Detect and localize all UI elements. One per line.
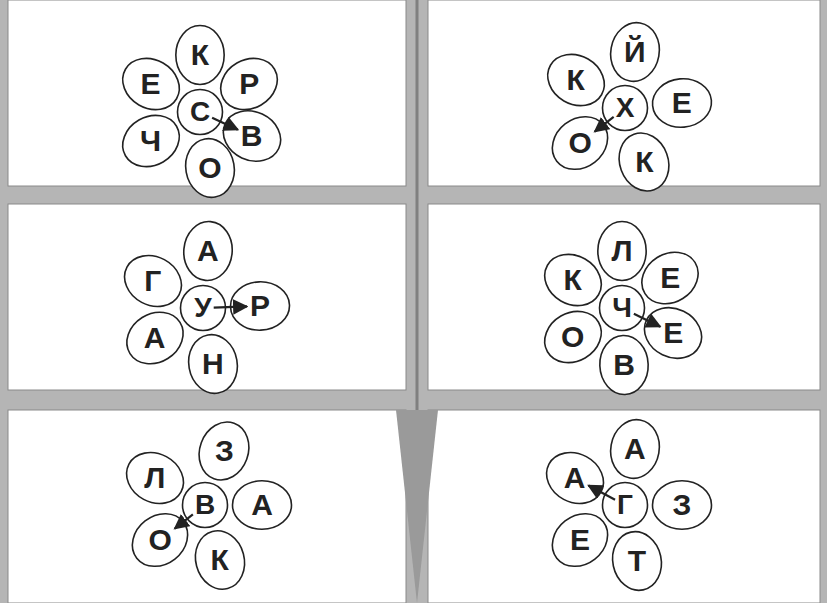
divider-line: [416, 0, 419, 410]
petal-letter: К: [566, 65, 584, 95]
petal-letter: К: [635, 147, 653, 177]
petal-letter: Л: [144, 463, 165, 493]
card: [428, 410, 820, 603]
center-circle: Х: [601, 84, 649, 132]
divider-wedge: [396, 410, 438, 603]
petal: К: [613, 131, 675, 193]
center-letter: У: [194, 294, 211, 322]
petal-letter: Е: [663, 318, 683, 348]
petal-letter: К: [563, 265, 581, 295]
card: [8, 0, 406, 186]
petal: В: [593, 334, 655, 396]
petal-letter: Е: [672, 88, 692, 118]
petal: А: [604, 418, 666, 480]
petal-letter: Л: [611, 236, 632, 266]
petal: Р: [229, 275, 291, 337]
center-circle: Г: [601, 481, 649, 529]
petal: А: [124, 307, 186, 369]
petal: Е: [651, 72, 713, 134]
petal: Ч: [120, 110, 182, 172]
petal: О: [179, 137, 241, 199]
petal-letter: О: [198, 153, 221, 183]
petal-letter: В: [241, 121, 263, 151]
petal: О: [129, 509, 191, 571]
petal: Т: [606, 530, 668, 592]
center-letter: Г: [617, 491, 633, 519]
center-circle: С: [176, 88, 224, 136]
petal-letter: А: [624, 434, 646, 464]
petal: К: [545, 49, 607, 111]
petal-letter: З: [215, 436, 234, 466]
petal-letter: А: [197, 236, 219, 266]
petal: Л: [124, 447, 186, 509]
petal-letter: Ч: [140, 126, 161, 156]
petal: Н: [182, 333, 244, 395]
petal: Й: [604, 21, 666, 83]
center-circle: Ч: [598, 284, 646, 332]
petal: О: [542, 306, 604, 368]
petal-letter: Е: [141, 69, 161, 99]
petal-letter: О: [561, 322, 584, 352]
petal-letter: А: [564, 463, 586, 493]
petal-letter: К: [211, 545, 229, 575]
petal: О: [549, 112, 611, 174]
center-letter: Ч: [612, 294, 632, 322]
petal: Е: [549, 509, 611, 571]
center-letter: Х: [616, 94, 635, 122]
petal-letter: В: [613, 350, 635, 380]
center-circle: У: [179, 284, 227, 332]
petal: А: [544, 447, 606, 509]
card: [428, 204, 820, 390]
petal: А: [231, 474, 293, 536]
petal-letter: Е: [660, 263, 680, 293]
petal-letter: Е: [570, 525, 590, 555]
petal-letter: Р: [250, 291, 270, 321]
petal-letter: О: [148, 525, 171, 555]
petal: Р: [218, 53, 280, 115]
center-letter: В: [195, 491, 215, 519]
petal: А: [177, 220, 239, 282]
petal: К: [542, 249, 604, 311]
card: [8, 410, 406, 603]
petal-letter: Р: [239, 69, 259, 99]
petal: З: [193, 420, 255, 482]
petal: З: [651, 474, 713, 536]
petal-letter: А: [144, 323, 166, 353]
petal: Е: [639, 247, 701, 309]
petal-letter: К: [191, 40, 209, 70]
petal-letter: Й: [624, 37, 646, 67]
card: [8, 204, 406, 390]
petal-letter: О: [568, 128, 591, 158]
petal-letter: Г: [144, 266, 161, 296]
petal-letter: А: [251, 490, 273, 520]
petal: Е: [120, 53, 182, 115]
petal: К: [169, 24, 231, 86]
petal: Е: [642, 302, 704, 364]
petal-letter: Т: [628, 546, 646, 576]
center-circle: В: [181, 481, 229, 529]
center-letter: С: [190, 98, 210, 126]
petal-letter: Н: [202, 349, 224, 379]
petal: Г: [122, 250, 184, 312]
petal: К: [189, 529, 251, 591]
petal-letter: З: [673, 490, 692, 520]
